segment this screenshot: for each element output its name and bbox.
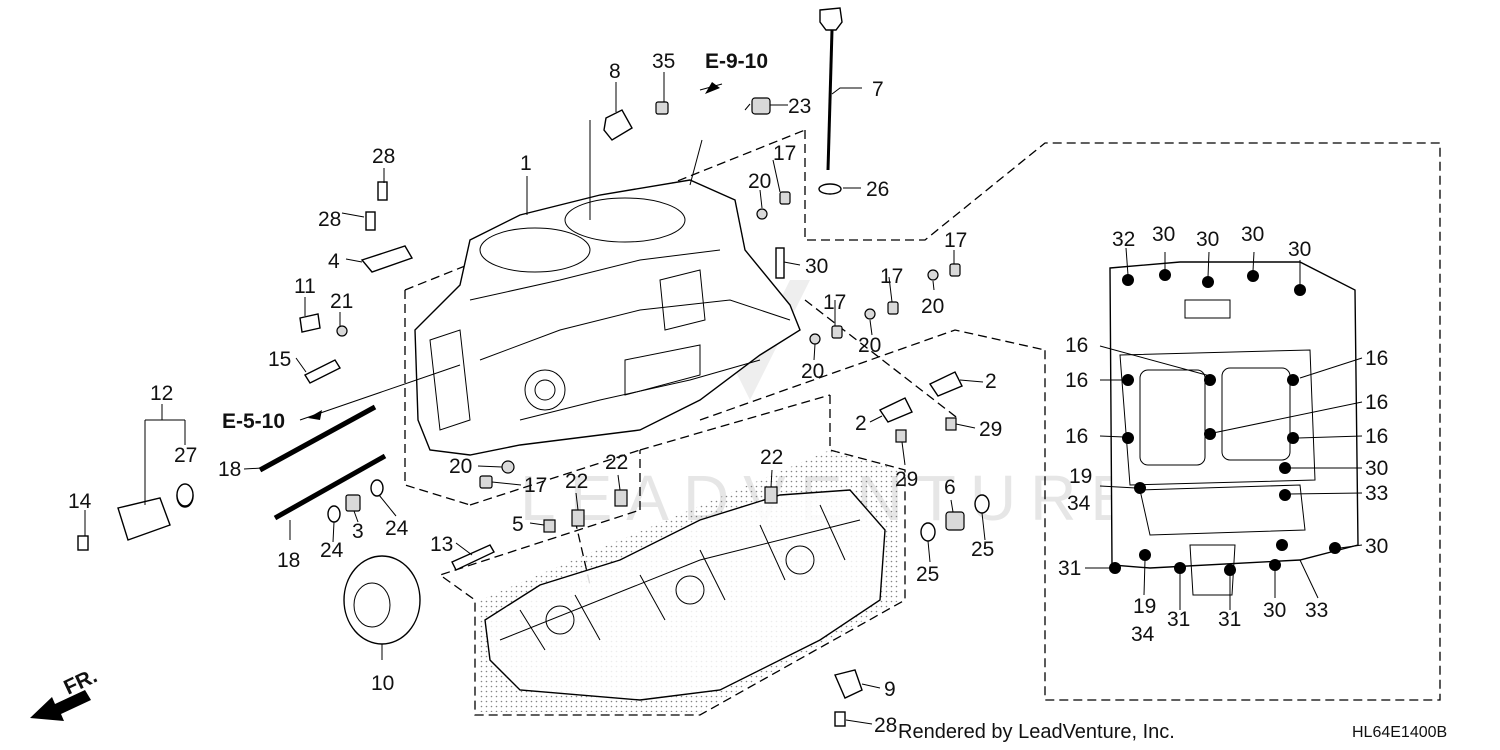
inset-leader-lines (1085, 247, 1363, 610)
callout-labels: 1 2 2 3 4 5 6 7 8 9 10 11 12 13 14 15 16… (68, 50, 1388, 737)
callout-22: 22 (565, 470, 588, 493)
callout-2: 2 (855, 412, 867, 435)
callout-8: 8 (609, 60, 621, 83)
callout-18: 18 (277, 549, 300, 572)
callout-33: 33 (1305, 599, 1328, 622)
callout-25: 25 (971, 538, 994, 561)
callout-17: 17 (944, 229, 967, 252)
upper-crankcase (414, 179, 801, 456)
callout-24: 24 (320, 539, 344, 562)
small-parts (77, 7, 990, 727)
callout-30: 30 (1365, 535, 1388, 558)
callout-18: 18 (218, 458, 241, 481)
callout-30: 30 (805, 255, 828, 278)
callout-17: 17 (773, 142, 796, 165)
crankcase-bottom-view (1109, 261, 1359, 596)
reference-e910[interactable]: E-9-10 (705, 50, 768, 73)
callout-22: 22 (605, 451, 628, 474)
callout-28: 28 (372, 145, 395, 168)
callout-19: 19 (1133, 595, 1156, 618)
reference-arrow-e910 (705, 82, 720, 94)
front-arrow-icon (30, 690, 91, 721)
callout-24: 24 (385, 517, 409, 540)
callout-15: 15 (268, 348, 291, 371)
callout-28: 28 (318, 208, 341, 231)
callout-16: 16 (1065, 369, 1088, 392)
callout-20: 20 (921, 295, 944, 318)
callout-23: 23 (788, 95, 811, 118)
callout-10: 10 (371, 672, 394, 695)
callout-31: 31 (1218, 608, 1241, 631)
callout-30: 30 (1263, 599, 1286, 622)
callout-9: 9 (884, 678, 896, 701)
callout-4: 4 (328, 250, 340, 273)
callout-25: 25 (916, 563, 939, 586)
callout-17: 17 (524, 474, 547, 497)
callout-1: 1 (520, 152, 532, 175)
callout-31: 31 (1058, 557, 1081, 580)
callout-22: 22 (760, 446, 783, 469)
callout-11: 11 (294, 275, 316, 298)
callout-30: 30 (1288, 238, 1311, 261)
reference-arrow-e510 (308, 410, 322, 420)
callout-20: 20 (801, 360, 824, 383)
callout-20: 20 (449, 455, 472, 478)
callout-31: 31 (1167, 608, 1190, 631)
reference-e510[interactable]: E-5-10 (222, 410, 285, 433)
front-indicator-label: FR. (60, 664, 100, 699)
callout-14: 14 (68, 490, 92, 513)
callout-3: 3 (352, 520, 364, 543)
callout-34: 34 (1067, 492, 1091, 515)
callout-7: 7 (872, 78, 884, 101)
callout-12: 12 (150, 382, 173, 405)
callout-27: 27 (174, 444, 197, 467)
callout-32: 32 (1112, 228, 1135, 251)
callout-19: 19 (1069, 465, 1092, 488)
callout-20: 20 (858, 334, 881, 357)
leader-lines (84, 72, 986, 725)
footer-credit: Rendered by LeadVenture, Inc. (898, 721, 1175, 743)
callout-29: 29 (895, 468, 918, 491)
callout-16: 16 (1065, 334, 1088, 357)
callout-16: 16 (1065, 425, 1088, 448)
callout-20: 20 (748, 170, 771, 193)
callout-16: 16 (1365, 347, 1388, 370)
callout-16: 16 (1365, 425, 1388, 448)
callout-26: 26 (866, 178, 889, 201)
callout-17: 17 (880, 265, 903, 288)
callout-30: 30 (1152, 223, 1175, 246)
callout-34: 34 (1131, 623, 1155, 646)
callout-16: 16 (1365, 391, 1388, 414)
callout-30: 30 (1196, 228, 1219, 251)
callout-21: 21 (330, 290, 353, 313)
callout-30: 30 (1241, 223, 1264, 246)
callout-2: 2 (985, 370, 997, 393)
callout-30: 30 (1365, 457, 1388, 480)
callout-17: 17 (823, 291, 846, 314)
callout-29: 29 (979, 418, 1002, 441)
diagram-code: HL64E1400B (1352, 724, 1447, 741)
callout-33: 33 (1365, 482, 1388, 505)
callout-5: 5 (512, 513, 524, 536)
callout-28: 28 (874, 714, 897, 737)
lower-crankcase (484, 489, 886, 701)
callout-6: 6 (944, 476, 956, 499)
callout-13: 13 (430, 533, 453, 556)
callout-35: 35 (652, 50, 675, 73)
